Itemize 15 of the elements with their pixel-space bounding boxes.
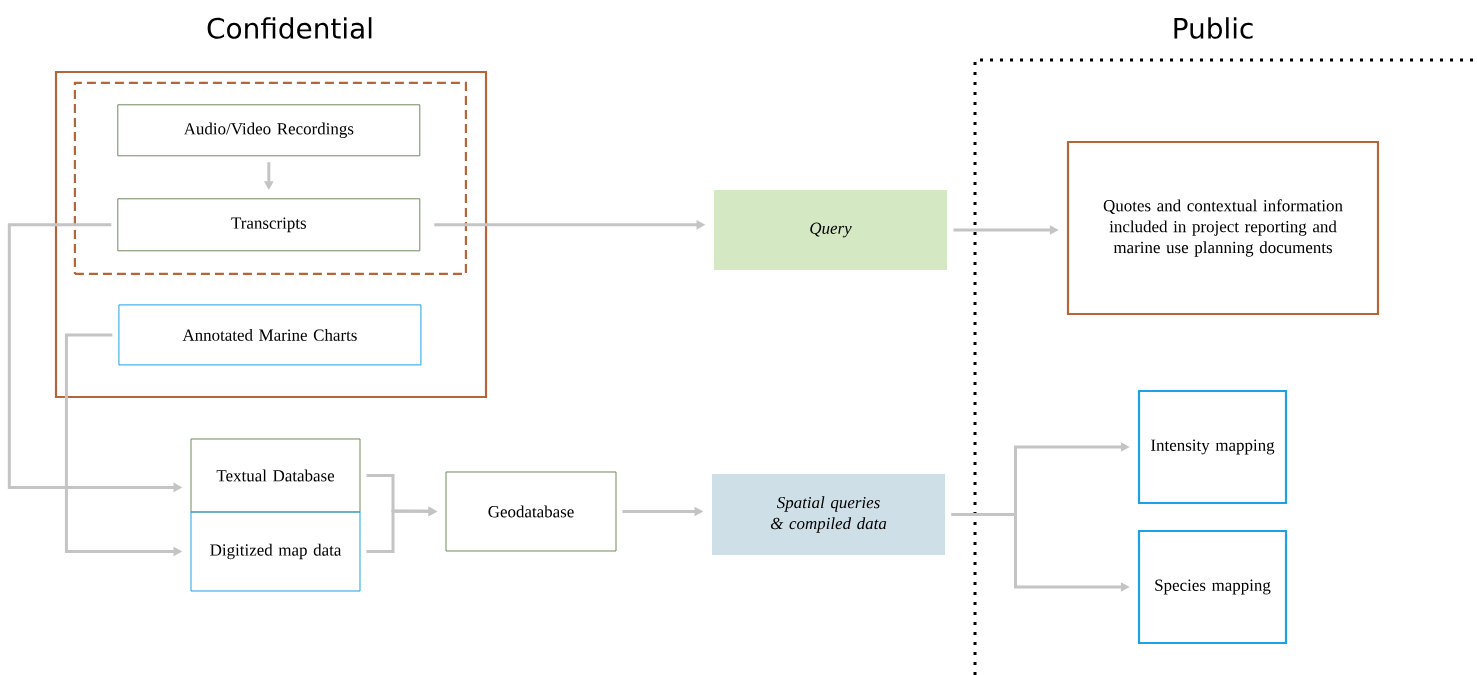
process-box: Textual Database	[190, 438, 361, 513]
process-box: Spatial queries & compiled data	[712, 474, 945, 555]
process-box: Geodatabase	[445, 471, 617, 552]
process-box: Query	[714, 190, 947, 270]
output-box: Intensity mapping	[1137, 389, 1288, 505]
process-box: Digitized map data	[190, 511, 361, 592]
process-box: Audio/Video Recordings	[117, 104, 421, 157]
process-box: Transcripts	[117, 198, 421, 252]
output-box: Quotes and contextual information included in project reporting and marine use planning documents	[1066, 140, 1380, 316]
heading: Public	[1174, 17, 1253, 39]
process-box: Annotated Marine Charts	[118, 304, 422, 366]
output-box: Species mapping	[1137, 529, 1288, 645]
dashed-group-frame	[73, 81, 467, 275]
group-frame	[54, 70, 488, 399]
heading: Confidential	[207, 17, 372, 39]
